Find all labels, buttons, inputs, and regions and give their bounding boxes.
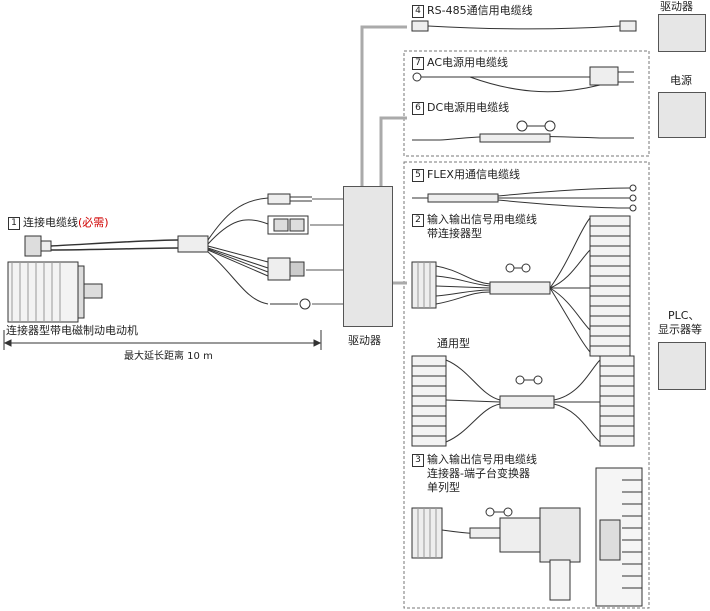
cable-1-drawing: [177, 193, 312, 310]
cable-3-text-line1: 输入输出信号用电缆线: [427, 453, 537, 466]
cable-4-number: 4: [412, 4, 424, 18]
distance-arrow: [3, 330, 322, 350]
cable-6-text: DC电源用电缆线: [427, 101, 510, 114]
cable-3-text-line3: 单列型: [427, 481, 460, 494]
right-driver-box: [658, 14, 706, 52]
driver-box: [343, 186, 393, 327]
cable-1-required-note: (必需): [78, 216, 109, 229]
cable-2-drawing: [411, 215, 631, 357]
cable-1-text: 连接电缆线: [23, 216, 78, 229]
cable-6-number: 6: [412, 101, 424, 115]
cable-4-text: RS-485通信用电缆线: [427, 4, 533, 17]
cable-7-number: 7: [412, 56, 424, 70]
motor-drawing: [7, 235, 179, 323]
distance-label: 最大延长距离 10 m: [124, 351, 213, 362]
right-driver-label: 驱动器: [660, 0, 693, 13]
cable-5-text: FLEX用通信电缆线: [427, 168, 520, 181]
cable-2-text-line2: 带连接器型: [427, 227, 482, 240]
cable-5-drawing: [412, 184, 637, 212]
power-label: 电源: [670, 74, 692, 87]
cable-2-text-line1: 输入输出信号用电缆线: [427, 213, 537, 226]
power-cable-group-frame: [403, 50, 650, 157]
cable-1-number: 1: [8, 216, 20, 230]
motor-label: 连接器型带电磁制动电动机: [6, 324, 138, 337]
plc-label-line2: 显示器等: [658, 323, 702, 336]
power-box: [658, 92, 706, 138]
cable-3-drawing: [411, 467, 643, 607]
cable-7-drawing: [412, 66, 634, 93]
cable-7-text: AC电源用电缆线: [427, 56, 509, 69]
signal-cable-group-frame: [403, 161, 650, 609]
plc-label-line1: PLC、: [668, 309, 700, 322]
cable-3-number: 3: [412, 453, 424, 467]
plc-box: [658, 342, 706, 390]
driver-label: 驱动器: [348, 334, 381, 347]
cable-3-text-line2: 连接器-端子台变换器: [427, 467, 530, 480]
cable-2-general-drawing: [411, 355, 635, 447]
cable-2-general-label: 通用型: [437, 337, 470, 350]
cable-4-drawing: [411, 20, 637, 32]
cable-2-number: 2: [412, 213, 424, 227]
cable-6-drawing: [412, 120, 634, 143]
cable-5-number: 5: [412, 168, 424, 182]
